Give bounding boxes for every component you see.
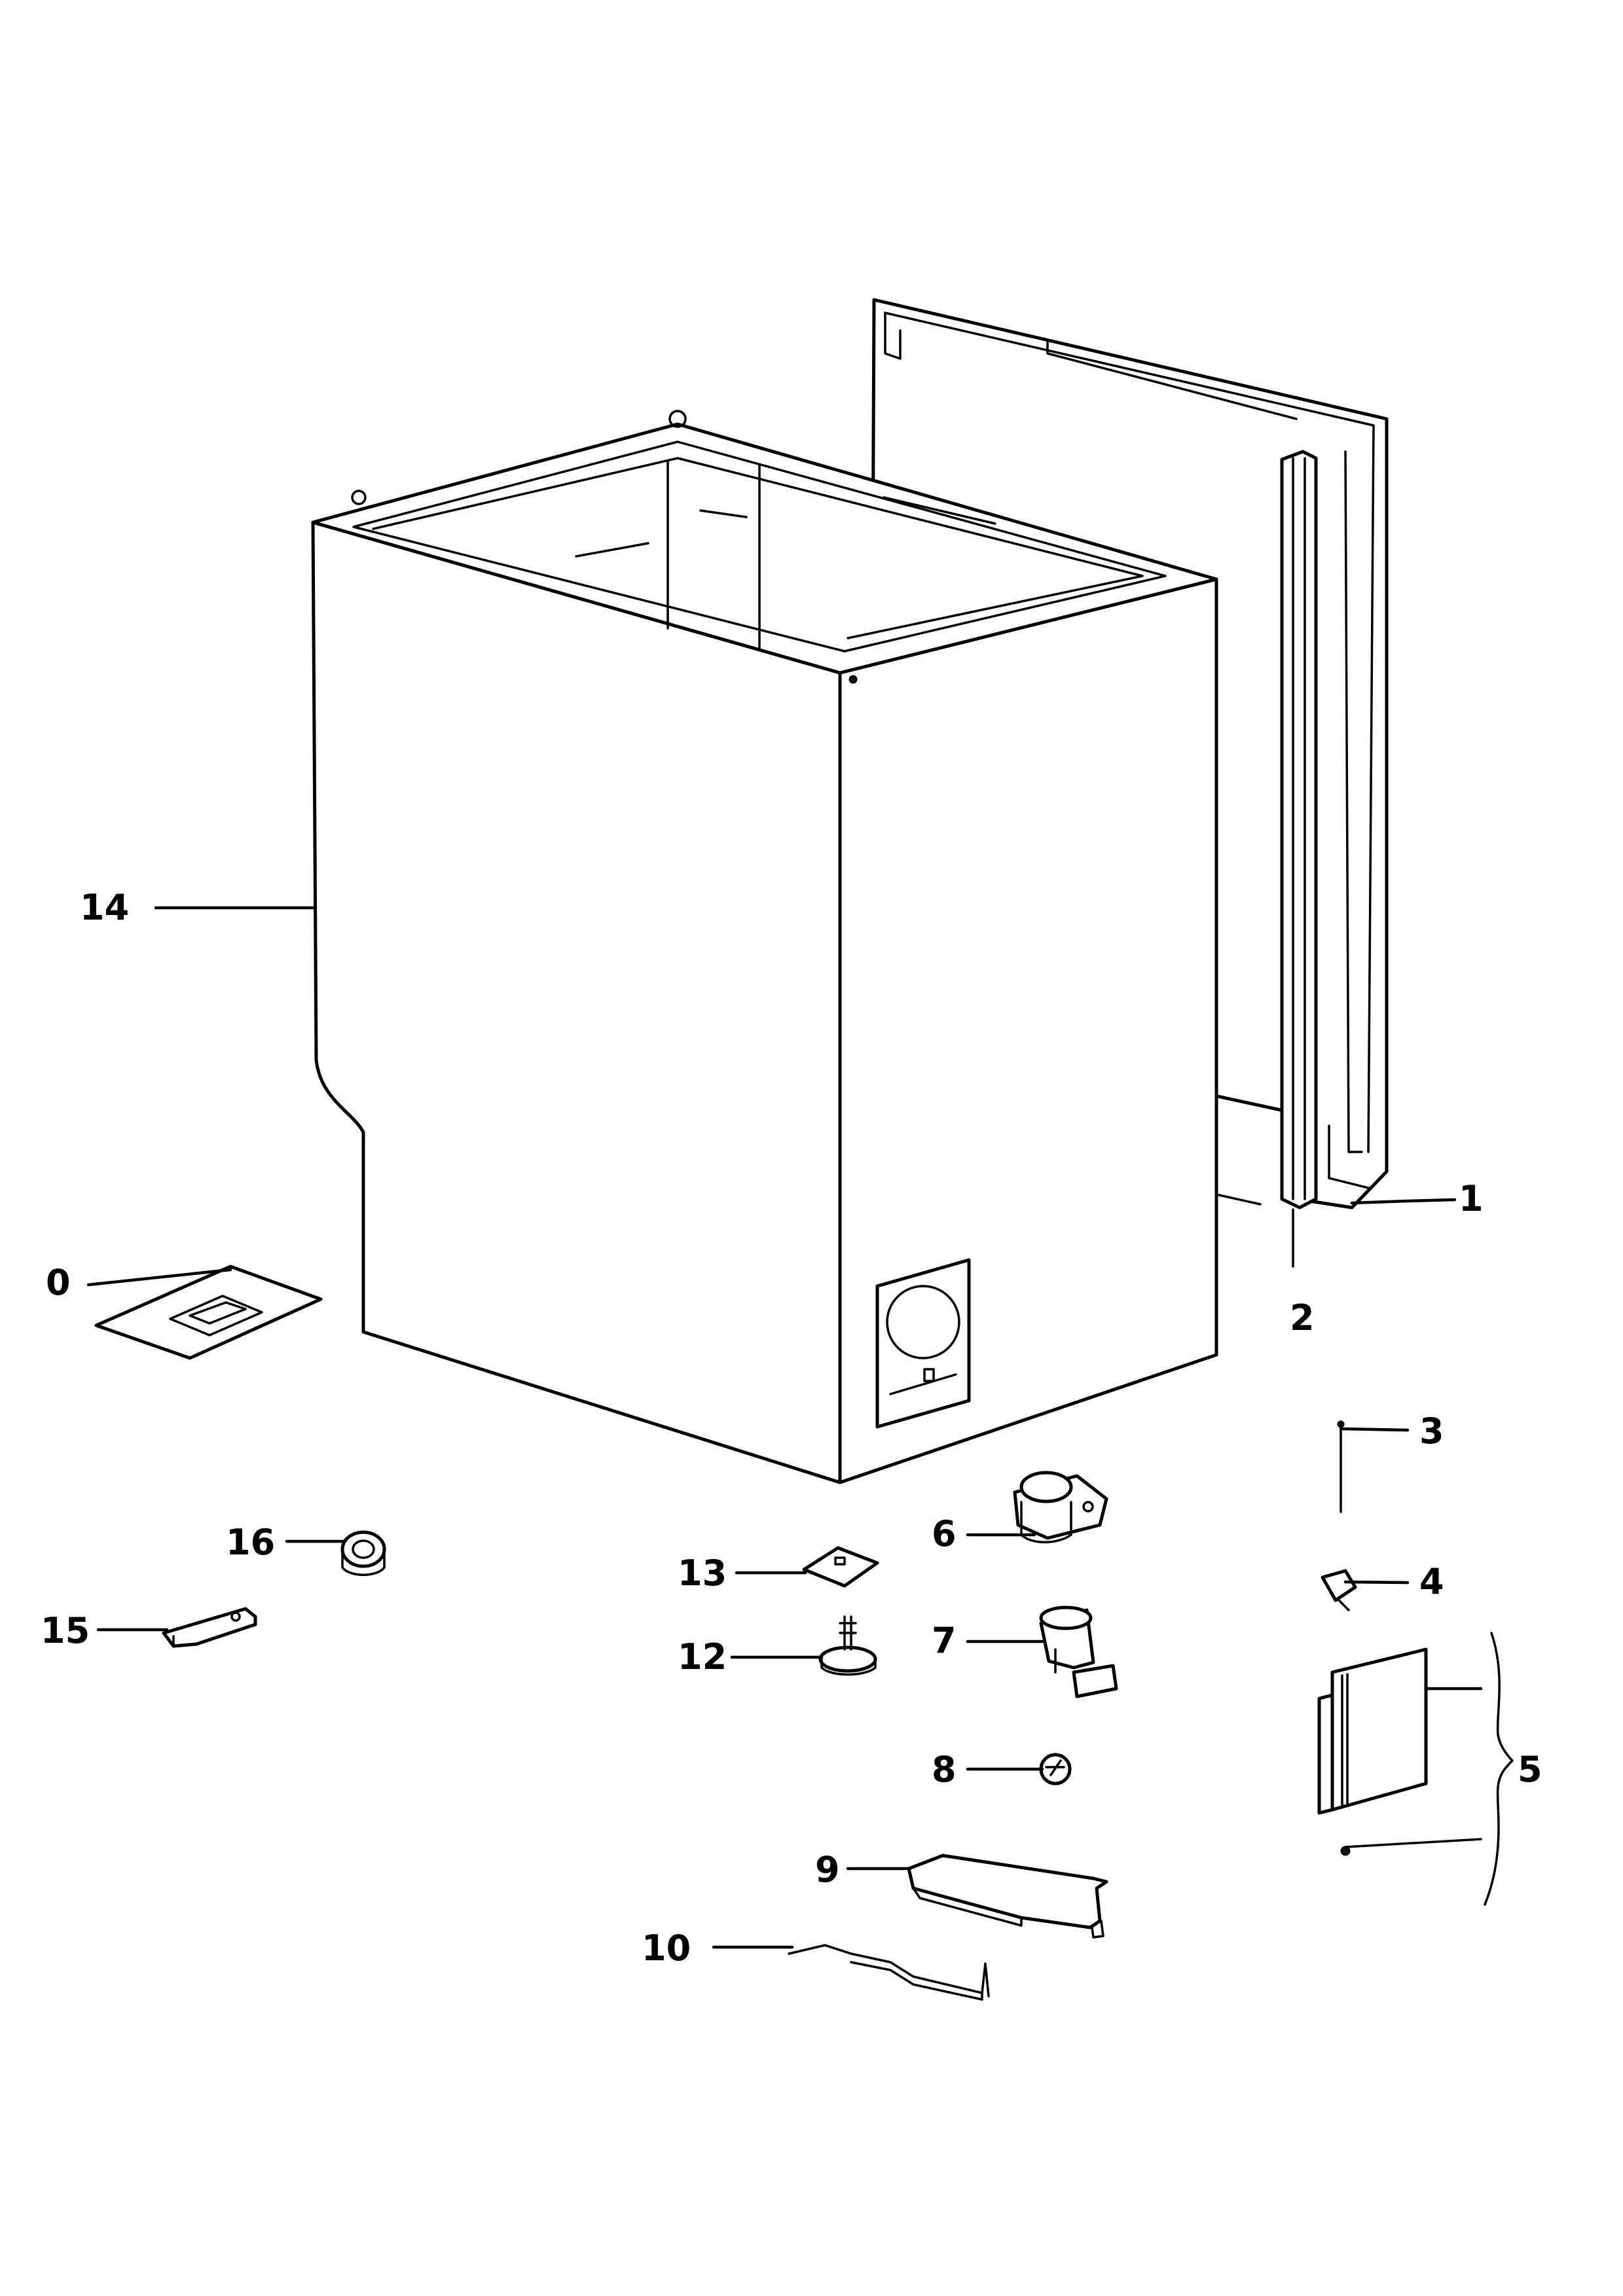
callout-6: 6 bbox=[932, 1513, 957, 1554]
callout-10: 10 bbox=[642, 1928, 691, 1969]
callout-14: 14 bbox=[80, 887, 129, 928]
leader-0 bbox=[86, 1268, 232, 1287]
callout-3: 3 bbox=[1419, 1410, 1444, 1452]
leader-3 bbox=[1339, 1427, 1410, 1432]
part-5-hinge-plate bbox=[1317, 1632, 1514, 1906]
part-6-hinge-bracket bbox=[1013, 1471, 1108, 1543]
callout-7: 7 bbox=[932, 1620, 957, 1661]
leader-4 bbox=[1343, 1580, 1410, 1585]
part-0-label-plate bbox=[94, 1265, 323, 1360]
part-4-clip bbox=[1321, 1569, 1357, 1611]
part-10-rod bbox=[788, 1944, 990, 2001]
part-12-leveling-foot bbox=[818, 1615, 877, 1676]
part-7-hinge-block bbox=[1039, 1605, 1118, 1698]
part-9-lever bbox=[907, 1854, 1108, 1939]
callout-4: 4 bbox=[1419, 1561, 1444, 1602]
callout-2: 2 bbox=[1290, 1297, 1315, 1338]
callout-15: 15 bbox=[41, 1610, 90, 1651]
part-13-mount-plate bbox=[802, 1546, 879, 1588]
callout-5: 5 bbox=[1518, 1749, 1542, 1790]
part-16-bushing bbox=[340, 1530, 386, 1576]
callout-16: 16 bbox=[226, 1522, 275, 1563]
part-15-bracket bbox=[162, 1607, 257, 1648]
leader-1 bbox=[1350, 1198, 1457, 1205]
part-14-cabinet bbox=[311, 410, 1262, 1484]
callout-0: 0 bbox=[46, 1262, 71, 1303]
part-2-seal-strip bbox=[1280, 450, 1318, 1268]
part-3-pin bbox=[1337, 1420, 1345, 1513]
callout-13: 13 bbox=[678, 1552, 727, 1594]
callout-12: 12 bbox=[678, 1636, 727, 1677]
callout-9: 9 bbox=[815, 1849, 840, 1890]
callout-8: 8 bbox=[932, 1749, 957, 1790]
callout-1: 1 bbox=[1459, 1178, 1484, 1219]
leader-lines bbox=[86, 906, 1483, 1949]
callout-labels: 14 0 1 2 3 4 5 6 7 8 9 10 12 13 15 16 bbox=[41, 887, 1542, 1969]
part-8-knob bbox=[1039, 1753, 1072, 1785]
